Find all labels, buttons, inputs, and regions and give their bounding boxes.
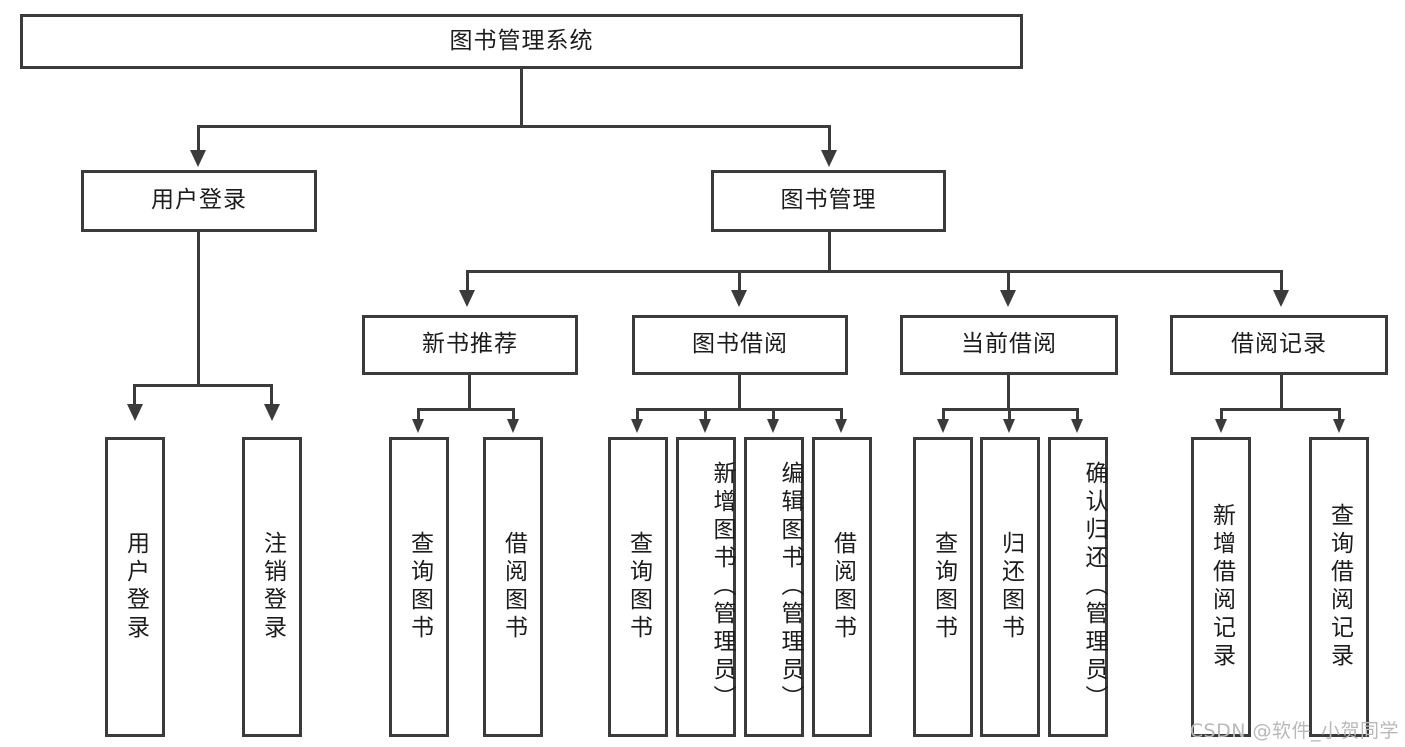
edge-user-login-stem [197,232,200,384]
edge-current-borrow-to-leaf-1 [942,408,945,420]
arrowhead-book-borrow-leaf-4 [835,419,847,433]
edge-book-borrow-to-leaf-3 [772,408,775,420]
arrowhead-bm-book-borrow [731,290,747,307]
node-label: 新增借阅记录 [1208,503,1235,671]
node-label: 图书管理 [780,187,877,214]
edge-user-login-to-leaf-2 [270,384,273,406]
leaf-return-book[interactable]: 归还图书 [980,437,1040,737]
arrowhead-new-book-leaf-2 [507,419,519,433]
node-label: 查询借阅记录 [1326,503,1353,671]
edge-book-borrow-stem [738,375,741,408]
node-label: 新增图书（管理员） [709,461,735,713]
leaf-search-book-recommend[interactable]: 查询图书 [389,437,449,737]
leaf-confirm-return-admin[interactable]: 确认归还（管理员） [1048,437,1108,737]
edge-user-login-to-leaf-1 [133,384,136,406]
arrowhead-book-borrow-leaf-1 [631,419,643,433]
arrowhead-root-to-book-management [821,150,837,167]
arrowhead-borrow-records-leaf-1 [1215,419,1227,433]
leaf-logout[interactable]: 注销登录 [242,437,302,737]
node-label: 图书借阅 [692,331,788,358]
edge-new-book-to-leaf-1 [417,408,420,420]
node-label: 图书管理系统 [449,27,594,54]
edge-bm-to-new-book [466,270,469,292]
edge-borrow-records-stem [1280,375,1283,408]
node-label: 确认归还（管理员） [1081,461,1107,713]
arrowhead-bm-borrow-records [1273,290,1289,307]
leaf-search-book-current[interactable]: 查询图书 [913,437,973,737]
node-label: 查询图书 [406,531,433,643]
leaf-edit-book-admin[interactable]: 编辑图书（管理员） [744,437,804,737]
node-book-management[interactable]: 图书管理 [711,170,946,232]
arrowhead-current-borrow-leaf-2 [1003,419,1015,433]
arrowhead-current-borrow-leaf-3 [1071,419,1083,433]
edge-bm-to-current-borrow [1007,270,1010,292]
node-label: 查询图书 [930,531,957,643]
edge-root-bus [197,125,831,128]
arrowhead-book-borrow-leaf-2 [699,419,711,433]
edge-borrow-records-bus [1220,408,1341,411]
edge-bm-to-book-borrow [738,270,741,292]
node-label: 查询图书 [625,531,652,643]
arrowhead-current-borrow-leaf-1 [937,419,949,433]
leaf-user-login[interactable]: 用户登录 [105,437,165,737]
edge-current-borrow-to-leaf-2 [1008,408,1011,420]
edge-borrow-records-to-leaf-1 [1220,408,1223,420]
node-label: 注销登录 [259,531,286,643]
arrowhead-new-book-leaf-1 [412,419,424,433]
edge-new-book-to-leaf-2 [512,408,515,420]
arrowhead-root-to-user-login [190,150,206,167]
edge-new-book-stem [468,375,471,408]
edge-book-borrow-bus [636,408,843,411]
node-root-book-management-system[interactable]: 图书管理系统 [20,14,1023,69]
edge-book-borrow-to-leaf-2 [704,408,707,420]
leaf-borrow-book[interactable]: 借阅图书 [812,437,872,737]
node-label: 借阅图书 [829,531,856,643]
node-label: 用户登录 [122,531,149,643]
leaf-add-book-admin[interactable]: 新增图书（管理员） [676,437,736,737]
node-current-borrow[interactable]: 当前借阅 [900,315,1118,375]
arrowhead-borrow-records-leaf-2 [1333,419,1345,433]
edge-user-login-bus [133,384,272,387]
edge-book-borrow-to-leaf-4 [840,408,843,420]
node-book-borrow[interactable]: 图书借阅 [632,315,848,375]
edge-book-management-bus [466,270,1283,273]
edge-new-book-bus [417,408,515,411]
edge-root-to-book-management [828,125,831,153]
node-label: 借阅图书 [500,531,527,643]
edge-root-stem [520,69,523,125]
leaf-add-borrow-record[interactable]: 新增借阅记录 [1191,437,1251,737]
arrowhead-user-login-leaf-1 [127,404,143,421]
edge-book-borrow-to-leaf-1 [636,408,639,420]
arrowhead-bm-current-borrow [1000,290,1016,307]
node-new-book-recommend[interactable]: 新书推荐 [362,315,578,375]
edge-book-management-stem [828,232,831,270]
arrowhead-user-login-leaf-2 [264,404,280,421]
arrowhead-bm-new-book [459,290,475,307]
leaf-search-borrow-record[interactable]: 查询借阅记录 [1309,437,1369,737]
leaf-borrow-book-recommend[interactable]: 借阅图书 [483,437,543,737]
edge-current-borrow-stem [1007,375,1010,408]
node-label: 借阅记录 [1231,331,1327,358]
arrowhead-book-borrow-leaf-3 [767,419,779,433]
node-label: 编辑图书（管理员） [777,461,803,713]
node-user-login[interactable]: 用户登录 [81,170,317,232]
edge-bm-to-borrow-records [1280,270,1283,292]
watermark-text: CSDN @软件_小贺同学 [1189,720,1399,742]
node-label: 当前借阅 [961,331,1057,358]
node-label: 归还图书 [997,531,1024,643]
node-label: 新书推荐 [422,331,518,358]
edge-current-borrow-to-leaf-3 [1076,408,1079,420]
node-borrow-records[interactable]: 借阅记录 [1170,315,1388,375]
edge-borrow-records-to-leaf-2 [1338,408,1341,420]
leaf-search-book-borrow[interactable]: 查询图书 [608,437,668,737]
edge-root-to-user-login [197,125,200,153]
node-label: 用户登录 [151,187,247,214]
